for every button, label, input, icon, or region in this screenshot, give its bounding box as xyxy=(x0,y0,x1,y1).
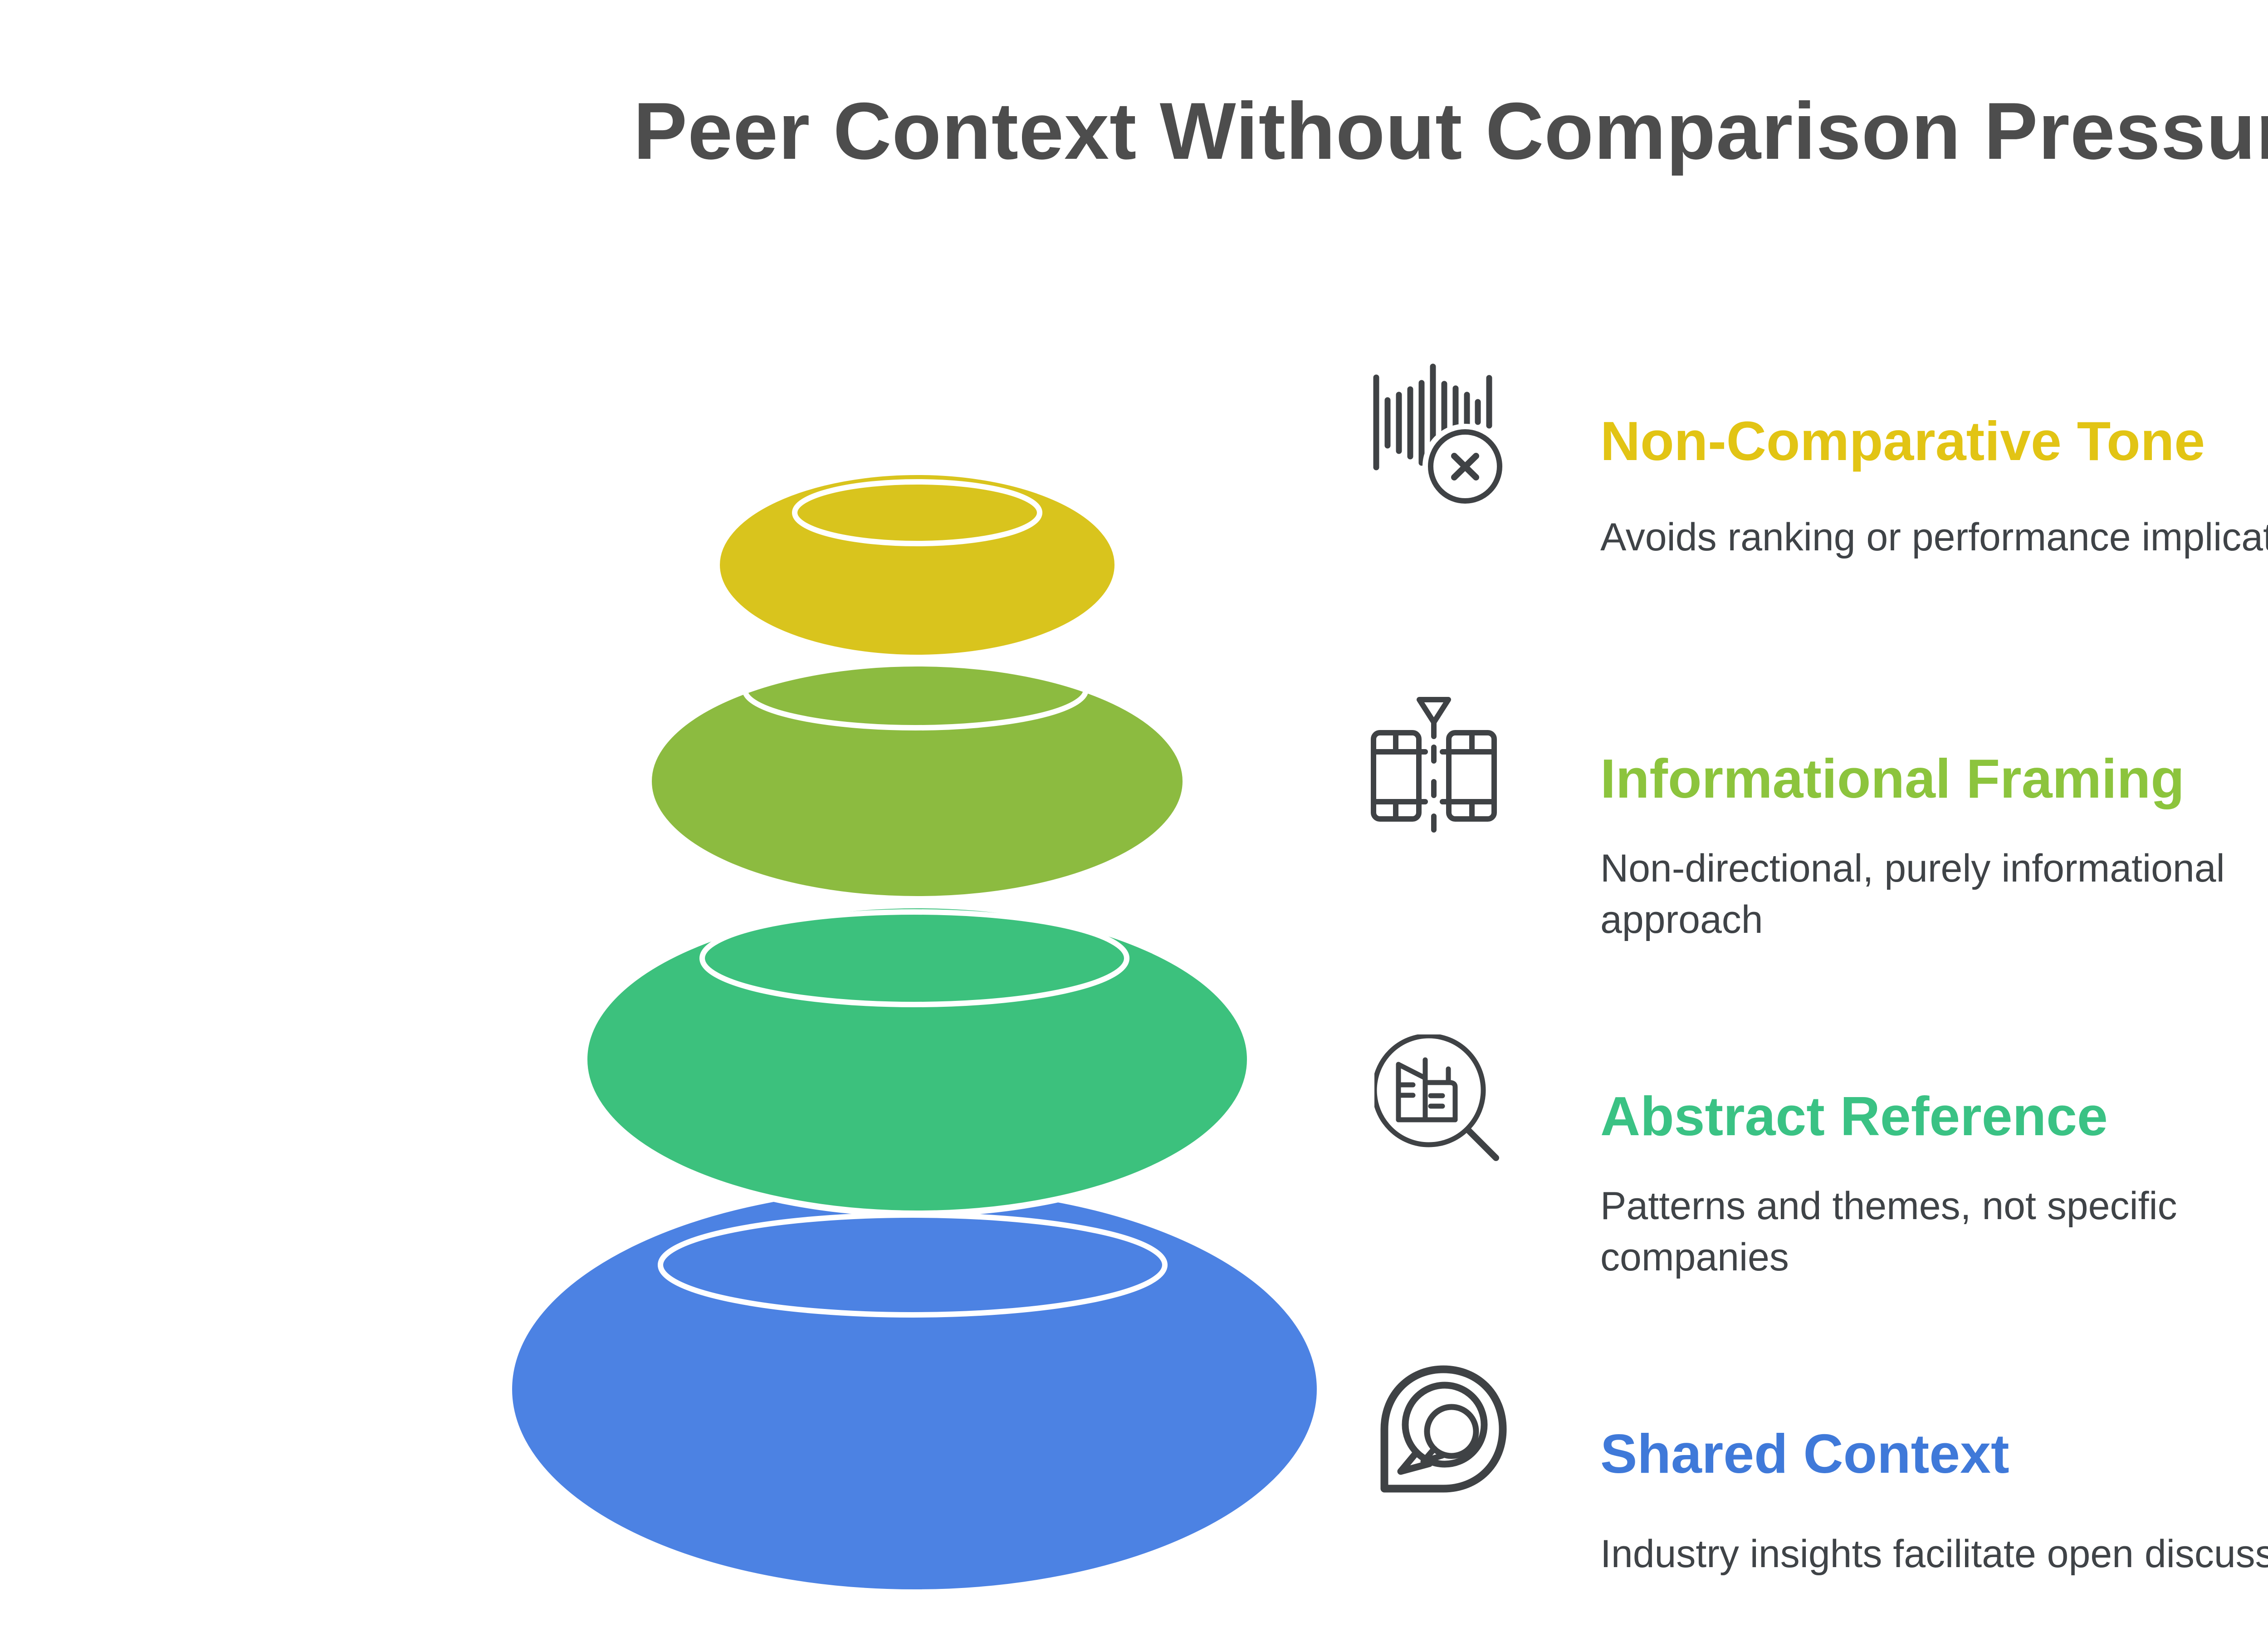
item-heading: Informational Framing xyxy=(1600,748,2185,809)
body-line: approach xyxy=(1600,898,1763,941)
stone-rim xyxy=(792,479,1042,546)
magnifier-building-icon xyxy=(1372,1033,1501,1177)
item-description: Non-directional, purely informational ap… xyxy=(1600,843,2225,946)
stone-shared-context xyxy=(506,1183,1323,1596)
body-line: Avoids ranking or performance implicatio… xyxy=(1600,515,2268,559)
stone-abstract-reference xyxy=(581,902,1253,1217)
split-panels-icon xyxy=(1370,696,1524,848)
item-description: Avoids ranking or performance implicatio… xyxy=(1600,512,2268,563)
body-line: Non-directional, purely informational xyxy=(1600,847,2225,890)
waveform-cancel-icon xyxy=(1365,363,1515,515)
stone-informational-framing xyxy=(645,660,1189,902)
page-title: Peer Context Without Comparison Pressure xyxy=(633,86,2268,176)
item-heading: Shared Context xyxy=(1600,1423,2009,1485)
body-line: Industry insights facilitate open discus… xyxy=(1600,1532,2268,1576)
nested-speech-bubbles-icon xyxy=(1375,1361,1511,1500)
stacked-stones-graphic xyxy=(506,469,1323,1596)
stone-rim xyxy=(699,909,1129,1007)
item-description: Industry insights facilitate open discus… xyxy=(1600,1529,2268,1580)
stone-non-comparative-tone xyxy=(714,469,1121,661)
item-heading: Abstract Reference xyxy=(1600,1085,2108,1147)
body-line: companies xyxy=(1600,1235,1789,1279)
item-heading: Non-Comparative Tone xyxy=(1600,410,2205,472)
item-description: Patterns and themes, not specific compan… xyxy=(1600,1181,2177,1283)
body-line: Patterns and themes, not specific xyxy=(1600,1184,2177,1228)
